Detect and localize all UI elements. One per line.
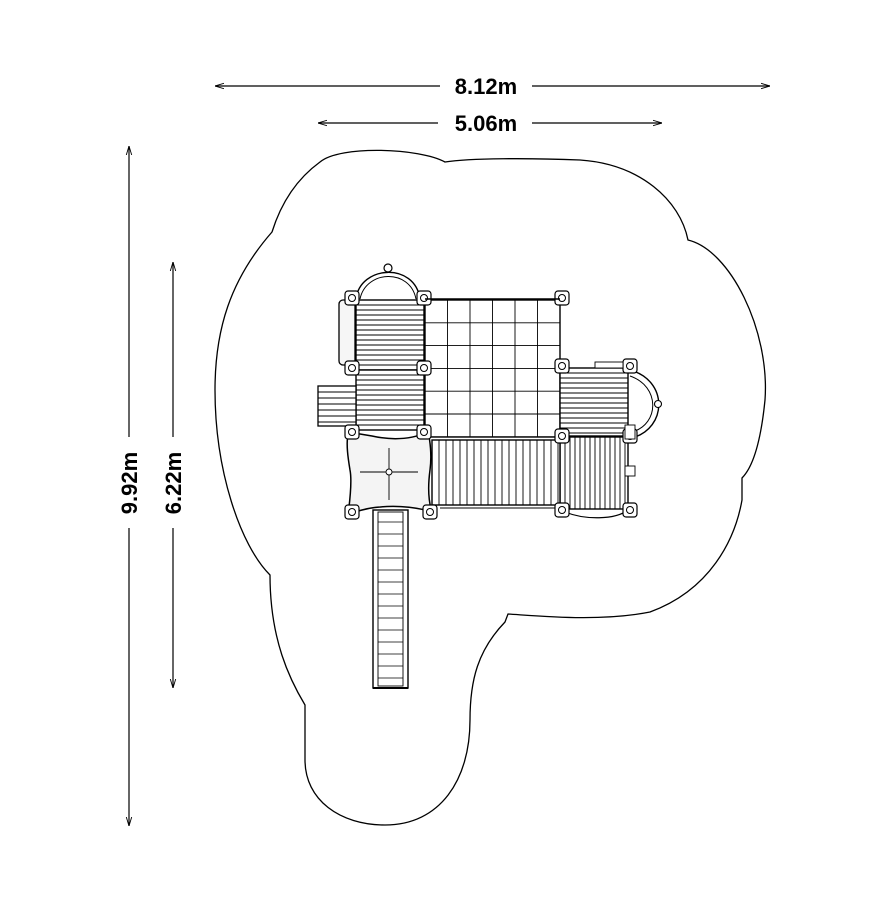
post-cap	[420, 428, 428, 436]
bridge-bottom	[431, 439, 561, 506]
safety-zone-outline	[214, 149, 767, 826]
dimension-structure-width: 5.06m	[318, 111, 662, 136]
deck-right-top	[559, 367, 629, 437]
post-cap	[558, 432, 566, 440]
post-cap	[348, 364, 356, 372]
post-cap	[558, 362, 566, 370]
play-structure	[317, 263, 663, 689]
structure-length-label: 6.22m	[161, 452, 186, 514]
dimension-overall-width: 8.12m	[215, 74, 770, 99]
post-cap	[426, 508, 434, 516]
post-cap	[558, 506, 566, 514]
post-cap	[348, 294, 356, 302]
post-cap	[348, 428, 356, 436]
post-cap	[558, 294, 566, 302]
side-steps	[317, 385, 357, 427]
post-cap	[626, 362, 634, 370]
overall-width-label: 8.12m	[455, 74, 517, 99]
left-side-panel	[338, 299, 356, 366]
structure-width-label: 5.06m	[455, 111, 517, 136]
post-cap	[626, 506, 634, 514]
post-cap	[420, 294, 428, 302]
overall-length-label: 9.92m	[117, 452, 142, 514]
dimension-structure-length: 6.22m	[161, 262, 186, 688]
post-cap	[348, 508, 356, 516]
post-cap	[420, 364, 428, 372]
dimension-overall-length: 9.92m	[117, 146, 142, 826]
